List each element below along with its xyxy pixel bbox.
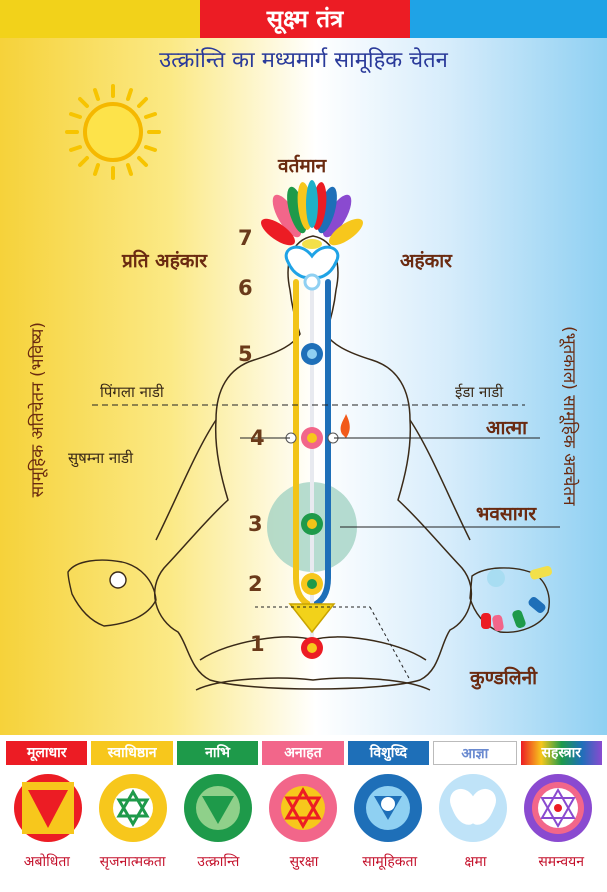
label-left-side: सामूहिक अतिचेतन (भविष्य) bbox=[28, 322, 48, 498]
chakra-name: स्वाधिष्ठान bbox=[91, 741, 173, 765]
top-band-blue bbox=[410, 0, 607, 38]
mooladhara-icon bbox=[14, 774, 82, 842]
chakra-name: आज्ञा bbox=[433, 741, 517, 765]
chakra-name: मूलाधार bbox=[6, 741, 88, 765]
chakra-number: 2 bbox=[248, 572, 263, 596]
chakra-number: 7 bbox=[238, 226, 253, 250]
chakra-name: विशुध्दि bbox=[347, 741, 430, 765]
label-ida: ईडा नाडी bbox=[455, 383, 504, 401]
body-outline bbox=[154, 235, 473, 691]
flame-icon bbox=[340, 414, 350, 438]
sun-icon bbox=[65, 84, 161, 180]
top-band-red bbox=[200, 0, 410, 38]
chakra-quality-row: अबोधिता सृजनात्मकता उत्क्रान्ति सुरक्षा … bbox=[6, 852, 602, 871]
label-ego: अहंकार bbox=[400, 250, 452, 272]
label-right-side: (भूतकाल) सामूहिक अवचेतन bbox=[559, 326, 579, 506]
subtle-system-figure bbox=[65, 84, 560, 691]
chakra-icons bbox=[14, 774, 592, 842]
guide-lines bbox=[92, 404, 560, 681]
lotus-icon bbox=[260, 180, 364, 249]
label-sushumna: सुषम्ना नाडी bbox=[68, 449, 133, 467]
page-title: सूक्ष्म तंत्र bbox=[266, 5, 344, 33]
label-bhavsagar: भवसागर bbox=[476, 503, 537, 525]
vishuddhi-icon bbox=[354, 774, 422, 842]
chakra-quality: सुरक्षा bbox=[289, 854, 319, 870]
chakra-name: नाभि bbox=[176, 741, 259, 765]
page-subtitle: उत्क्रांन्ति का मध्यमार्ग सामूहिक चेतन bbox=[159, 48, 448, 73]
chakra-name: अनाहत bbox=[262, 741, 344, 765]
chakra-quality: सृजनात्मकता bbox=[99, 854, 166, 870]
chakra-number: 6 bbox=[238, 276, 253, 300]
chakra-name-row: मूलाधार स्वाधिष्ठान नाभि अनाहत विशुध्दि … bbox=[6, 741, 602, 765]
label-atma: आत्मा bbox=[486, 417, 528, 439]
chakra-number: 5 bbox=[238, 342, 253, 366]
nabhi-icon bbox=[184, 774, 252, 842]
sahasrara-icon bbox=[524, 774, 592, 842]
chakra-quality: क्षमा bbox=[464, 854, 487, 870]
swadishthan-icon bbox=[99, 774, 167, 842]
chakra-name: सहस्त्रार bbox=[520, 741, 602, 765]
label-present: वर्तमान bbox=[278, 155, 327, 177]
label-kundalini: कुण्डलिनी bbox=[470, 667, 538, 689]
agnya-icon bbox=[284, 245, 340, 291]
chakra-quality: सामूहिकता bbox=[362, 854, 418, 870]
right-hand bbox=[469, 565, 552, 633]
label-pingala: पिंगला नाडी bbox=[100, 383, 164, 401]
label-superego: प्रति अहंकार bbox=[122, 250, 208, 272]
chakra-number: 4 bbox=[250, 426, 265, 450]
agnya-legend-icon bbox=[439, 774, 507, 842]
chakra-quality: अबोधिता bbox=[23, 854, 70, 870]
anahat-icon bbox=[269, 774, 337, 842]
top-band-yellow bbox=[0, 0, 200, 38]
chakra-number: 1 bbox=[250, 632, 265, 656]
left-hand bbox=[67, 559, 157, 627]
chakra-quality: समन्वयन bbox=[538, 854, 585, 870]
chakra-quality: उत्क्रान्ति bbox=[197, 854, 240, 870]
chakra-number: 3 bbox=[248, 512, 263, 536]
